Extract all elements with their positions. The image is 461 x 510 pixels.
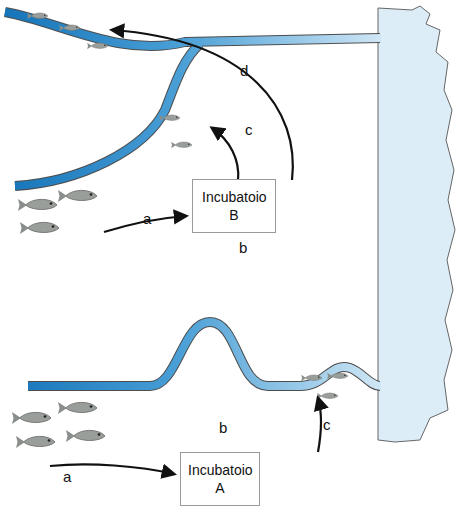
arrow-letter: b — [239, 240, 247, 256]
hatchery-name: Incubatoio B — [202, 188, 266, 224]
arrow-letter: c — [323, 417, 331, 433]
hatchery-name: Incubatoio A — [188, 461, 252, 497]
arrow-letter: b — [219, 420, 227, 436]
arrow-letter: a — [63, 469, 71, 485]
arrow-letter: c — [245, 122, 253, 138]
hatchery-box: Incubatoio A — [180, 452, 260, 506]
hatchery-box: Incubatoio B — [192, 179, 276, 233]
arrow-letter: d — [240, 63, 248, 79]
arrow-letter: a — [143, 211, 151, 227]
